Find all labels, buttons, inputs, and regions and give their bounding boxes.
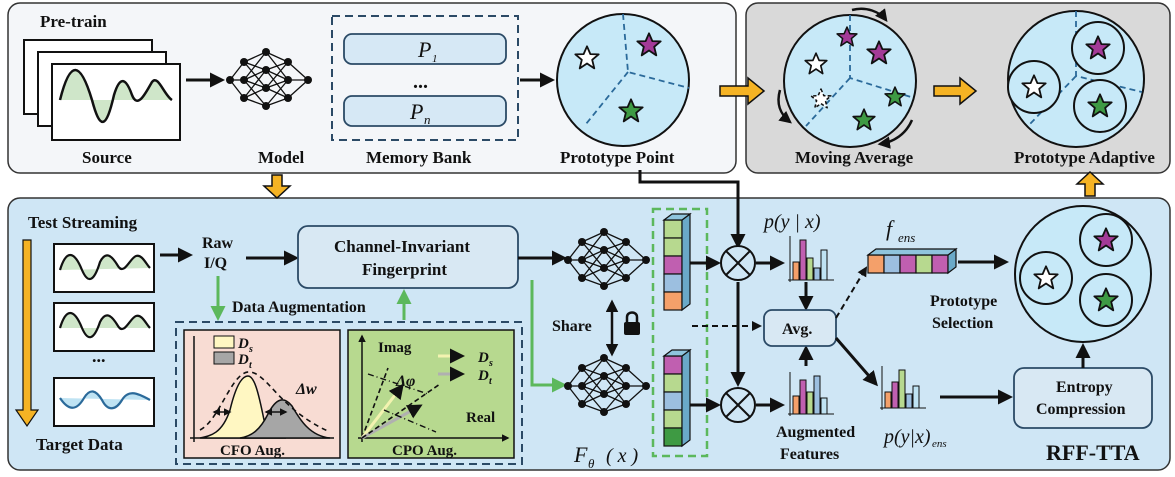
histogram-ens: [880, 366, 926, 410]
data-aug-label: Data Augmentation: [232, 299, 366, 316]
avg-label: Avg.: [782, 321, 812, 338]
delta-phi-label: Δφ: [395, 373, 415, 390]
proto-sel-line2: Selection: [932, 315, 993, 332]
cpo-ds-sub: s: [488, 358, 493, 369]
entropy-line1: Entropy: [1056, 379, 1113, 396]
entropy-block: [1013, 367, 1153, 429]
imag-label: Imag: [378, 340, 412, 356]
fens-vector: [866, 247, 958, 275]
augmented-line1: Augmented: [776, 424, 855, 441]
p1-label: P: [417, 37, 431, 62]
pyx-ens-sub: ens: [932, 438, 947, 450]
target-signal-2: [53, 302, 155, 352]
pyx-label: p(y | x): [762, 211, 821, 233]
pn-sub: n: [424, 112, 431, 127]
raw-label: Raw: [202, 235, 234, 252]
iq-label: I/Q: [204, 255, 227, 272]
arrow-up-to-adaptive: [1075, 170, 1105, 197]
share-label: Share: [552, 318, 592, 335]
pyx-ens-label: p(y|x): [882, 426, 931, 448]
feature-vector-1: [662, 212, 692, 312]
memory-slot-pn: [343, 95, 507, 127]
multiply-op-2: [720, 387, 756, 423]
cif-line2: Fingerprint: [362, 260, 447, 279]
feature-vector-2: [662, 348, 692, 448]
histogram-1: [788, 236, 834, 282]
model-label: Model: [258, 148, 305, 167]
stream-arrow: [14, 239, 40, 428]
f-theta-sub: θ: [588, 456, 595, 471]
pretrain-label: Pre-train: [40, 12, 107, 31]
augmentation-box: [175, 321, 523, 465]
tta-prototype-circle: [1014, 205, 1152, 343]
cfo-label: CFO Aug.: [220, 443, 285, 459]
prototype-point-circle: [556, 13, 690, 147]
cfo-ds: D: [237, 336, 249, 352]
real-label: Real: [466, 410, 495, 426]
cpo-label: CPO Aug.: [392, 443, 457, 459]
cpo-aug-panel: [347, 329, 515, 459]
moving-average-label: Moving Average: [795, 148, 914, 167]
feature-dashed-box: [651, 207, 709, 458]
histogram-2: [788, 372, 834, 416]
p1-sub: 1: [432, 53, 438, 65]
cfo-dt-sub: t: [249, 360, 253, 371]
memory-dots: ...: [413, 71, 428, 93]
target-signal-1: [53, 243, 155, 293]
prototype-adaptive-circle: [1007, 10, 1145, 148]
arrow-prototype-down: [638, 170, 746, 249]
pn-label: P: [409, 99, 423, 124]
source-signal-stack: [23, 39, 181, 141]
test-streaming-label: Test Streaming: [28, 213, 138, 232]
cfo-ds-sub: s: [248, 344, 253, 355]
f-theta: F: [573, 442, 588, 467]
target-dots: ...: [92, 346, 106, 366]
delta-w-label: Δw: [295, 381, 317, 398]
moving-average-circle: [777, 7, 917, 149]
augmented-line2: Features: [780, 446, 839, 463]
fens-label: f: [886, 216, 895, 241]
arrow-aug-net2: [530, 280, 567, 393]
arrow-pretrain-down: [262, 174, 292, 200]
arrow-to-moving-average: [719, 76, 766, 106]
cfo-dt: D: [237, 352, 249, 368]
rff-tta-label: RFF-TTA: [1046, 440, 1140, 465]
cpo-dt-sub: t: [489, 376, 493, 387]
cpo-ds: D: [477, 350, 489, 366]
prototype-adaptive-label: Prototype Adaptive: [1014, 148, 1155, 167]
arrow-to-prototype-adaptive: [933, 76, 978, 106]
memory-bank-box: [331, 15, 519, 141]
f-theta-arg: ( x ): [606, 445, 639, 467]
cif-line1: Channel-Invariant: [334, 237, 470, 256]
arrow-avg-pens: [834, 337, 878, 387]
entropy-line2: Compression: [1036, 401, 1126, 418]
avg-block: [763, 309, 837, 347]
memory-slot-p1: [343, 33, 507, 65]
lock-icon: [624, 311, 640, 335]
source-label: Source: [82, 148, 132, 167]
target-data-label: Target Data: [36, 435, 123, 454]
fens-sub: ens: [898, 230, 915, 245]
multiply-op-1: [720, 245, 756, 281]
memory-bank-label: Memory Bank: [366, 148, 472, 167]
cpo-dt: D: [477, 368, 489, 384]
target-signal-3: [53, 377, 155, 427]
prototype-point-label: Prototype Point: [560, 148, 675, 167]
proto-sel-line1: Prototype: [930, 293, 997, 310]
cfo-aug-panel: [183, 329, 341, 459]
